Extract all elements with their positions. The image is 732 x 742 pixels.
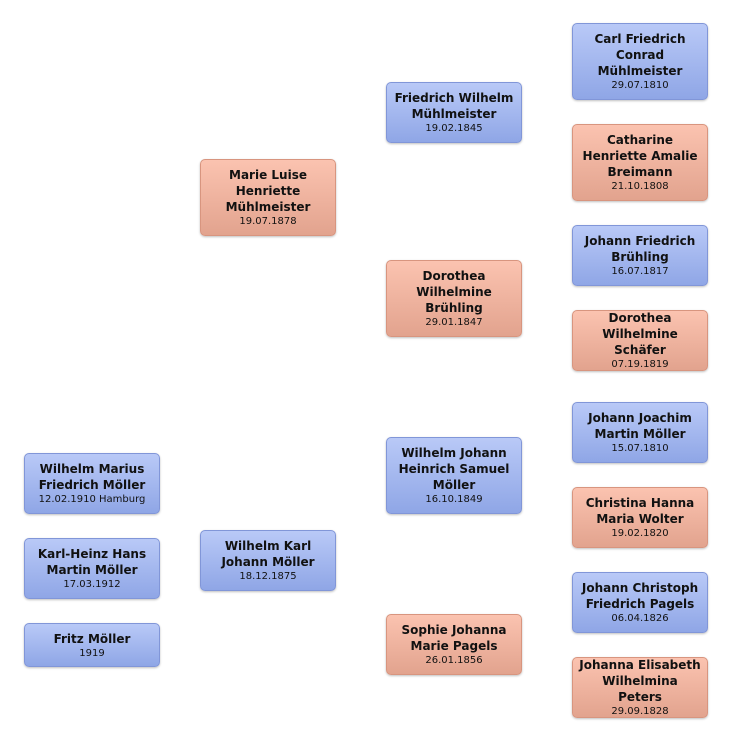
person-date: 26.01.1856 [425,655,483,666]
person-name: Wilhelm Karl Johann Möller [221,539,315,569]
person-card-wilhelm-marius[interactable]: Wilhelm Marius Friedrich Möller 12.02.19… [24,453,160,514]
person-name: Wilhelm Johann Heinrich Samuel Möller [398,446,510,492]
person-date: 29.09.1828 [611,706,669,717]
person-date: 06.04.1826 [611,613,669,624]
person-date: 19.02.1820 [611,528,669,539]
person-card-wilhelm-johann[interactable]: Wilhelm Johann Heinrich Samuel Möller 16… [386,437,522,514]
person-name: Dorothea Wilhelmine Brühling [416,269,492,315]
person-card-johann-christoph[interactable]: Johann Christoph Friedrich Pagels 06.04.… [572,572,708,633]
person-date: 18.12.1875 [239,571,297,582]
person-card-johanna[interactable]: Johanna Elisabeth Wilhelmina Peters 29.0… [572,657,708,718]
person-card-catharine[interactable]: Catharine Henriette Amalie Breimann 21.1… [572,124,708,201]
person-card-johann-joachim[interactable]: Johann Joachim Martin Möller 15.07.1810 [572,402,708,463]
person-date: 19.02.1845 [425,123,483,134]
person-name: Karl-Heinz Hans Martin Möller [37,547,147,577]
person-card-johann-friedrich[interactable]: Johann Friedrich Brühling 16.07.1817 [572,225,708,286]
person-name: Sophie Johanna Marie Pagels [401,623,507,653]
person-date: 17.03.1912 [63,579,121,590]
person-name: Johann Friedrich Brühling [584,234,696,264]
person-name: Fritz Möller [53,631,131,646]
person-name: Johann Joachim Martin Möller [588,411,692,441]
person-date: 16.10.1849 [425,494,483,505]
person-name: Wilhelm Marius Friedrich Möller [38,462,146,492]
person-date: 29.01.1847 [425,317,483,328]
person-card-dorothea-wb[interactable]: Dorothea Wilhelmine Brühling 29.01.1847 [386,260,522,337]
person-name: Friedrich Wilhelm Mühlmeister [394,91,514,121]
person-name: Johann Christoph Friedrich Pagels [581,581,699,611]
person-name: Christina Hanna Maria Wolter [585,496,695,526]
person-name: Dorothea Wilhelmine Schäfer [602,311,678,357]
person-card-karl-heinz[interactable]: Karl-Heinz Hans Martin Möller 17.03.1912 [24,538,160,599]
person-card-friedrich-wilhelm[interactable]: Friedrich Wilhelm Mühlmeister 19.02.1845 [386,82,522,143]
person-date: 29.07.1810 [611,80,669,91]
person-name: Carl Friedrich Conrad Mühlmeister [594,32,686,78]
person-date: 16.07.1817 [611,266,669,277]
person-date: 1919 [79,647,105,659]
person-date: 19.07.1878 [239,216,297,227]
person-date: 12.02.1910 Hamburg [38,494,146,505]
person-card-christina[interactable]: Christina Hanna Maria Wolter 19.02.1820 [572,487,708,548]
person-card-marie-luise[interactable]: Marie Luise Henriette Mühlmeister 19.07.… [200,159,336,236]
person-name: Marie Luise Henriette Mühlmeister [225,168,311,214]
person-name: Catharine Henriette Amalie Breimann [582,133,698,179]
person-date: 15.07.1810 [611,443,669,454]
person-card-carl[interactable]: Carl Friedrich Conrad Mühlmeister 29.07.… [572,23,708,100]
person-date: 07.19.1819 [611,359,669,370]
person-card-fritz[interactable]: Fritz Möller 1919 [24,623,160,667]
person-card-sophie[interactable]: Sophie Johanna Marie Pagels 26.01.1856 [386,614,522,675]
person-card-dorothea-ws[interactable]: Dorothea Wilhelmine Schäfer 07.19.1819 [572,310,708,371]
person-date: 21.10.1808 [611,181,669,192]
person-card-wilhelm-karl[interactable]: Wilhelm Karl Johann Möller 18.12.1875 [200,530,336,591]
person-name: Johanna Elisabeth Wilhelmina Peters [579,658,701,704]
